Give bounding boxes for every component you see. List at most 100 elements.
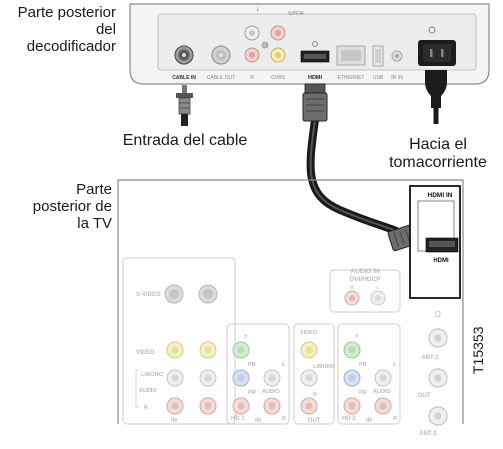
- in-audio-l-jack-1: [166, 369, 184, 387]
- cable-out-port: [211, 45, 231, 65]
- s-video-jack-2: [198, 284, 218, 304]
- hd2-audio-l-jack: [374, 369, 392, 387]
- out-video-label: VIDEO: [300, 330, 318, 336]
- hd1-audio-l-jack: [263, 369, 281, 387]
- hd1-audio-r-jack: [263, 397, 281, 415]
- cable-in-port: [174, 45, 194, 65]
- decoder-back-caption-text: Parte posterior del decodificador: [17, 4, 116, 55]
- in-audio-r-jack-2: [199, 397, 217, 415]
- power-inlet: [418, 26, 456, 66]
- cable-input-caption-text: Entrada del cable: [122, 132, 248, 149]
- decoder-hdmi-port: [300, 50, 330, 63]
- hd2-pr-jack: [343, 397, 361, 415]
- hd1-pr-label: PR: [248, 390, 256, 396]
- tv-hdmi-in-box: [409, 185, 461, 299]
- decoder-small-jack: [261, 41, 269, 49]
- ant1-jack: [428, 328, 448, 348]
- figure-id: T15353: [470, 326, 486, 374]
- power-cord: [425, 70, 447, 124]
- audio-label-left: AUDIO: [139, 388, 157, 394]
- cable-out-label: CABLE OUT: [207, 75, 235, 81]
- decoder-rear-panel: CABLE IN CABLE OUT L R S/PDIF CVBS: [129, 3, 490, 85]
- audio-r-rca-jack: [244, 47, 260, 63]
- hd1-pb-label: PB: [248, 362, 256, 368]
- out-group-frame: [293, 323, 335, 425]
- out-video-jack: [300, 341, 318, 359]
- l-mono-label: L/MONO: [141, 372, 164, 378]
- in-video-jack-1: [166, 341, 184, 359]
- out-label: OUT: [308, 418, 321, 424]
- tv-rear-panel: HDMI IN HDMI AUDIO IN DVI/HDCP R L S-VID…: [117, 179, 464, 437]
- s-video-label: S-VIDEO: [136, 292, 161, 298]
- decoder-indicator-led: [312, 41, 318, 47]
- out-l-mono-label: L/MONO: [313, 364, 336, 370]
- s-video-jack-1: [164, 284, 184, 304]
- tv-hdmi-logo: HDMI: [433, 258, 449, 264]
- usb-port: [372, 45, 384, 67]
- cable-in-label: CABLE IN: [172, 75, 196, 81]
- ir-in-port: [391, 50, 403, 62]
- audio-l-rca-jack: [244, 25, 260, 41]
- tv-in-group-frame: [122, 257, 236, 425]
- ethernet-label: ETHERNET: [338, 75, 365, 81]
- decoder-hdmi-label: HDMI: [308, 75, 323, 81]
- spdif-label: S/PDIF: [288, 11, 304, 17]
- ethernet-port: [336, 45, 366, 66]
- hd2-group-frame: [337, 323, 401, 425]
- usb-label: USB: [373, 75, 384, 81]
- hd1-y-label: Y: [244, 334, 248, 340]
- in-video-jack-2: [199, 341, 217, 359]
- hdmi-in-label: HDMI IN: [428, 192, 453, 199]
- omega-symbol: Ω: [435, 310, 441, 319]
- out-audio-r-jack: [300, 397, 318, 415]
- hd1-pr-jack: [232, 397, 250, 415]
- ant2-jack: [428, 406, 448, 426]
- r-label-left: R: [144, 405, 148, 411]
- hd2-l-label: L: [393, 362, 397, 368]
- audio-in-label: AUDIO IN: [350, 268, 380, 275]
- ant2-label: ANT-2: [419, 431, 437, 437]
- coax-cable-plug: [176, 85, 193, 126]
- audio-in-l-label: L: [376, 285, 379, 291]
- ant1-label: ANT-1: [421, 355, 439, 361]
- decoder-back-caption: Parte posterior del decodificador: [10, 4, 116, 55]
- hd2-audio-r-jack: [374, 397, 392, 415]
- outlet-caption: Hacia el tomacorriente: [386, 136, 490, 172]
- hd1-l-label: L: [282, 362, 286, 368]
- hd1-label: HD 1: [231, 416, 245, 422]
- tv-back-caption-text: Parte posterior de la TV: [32, 181, 112, 232]
- dvi-hdcp-label: DVI/HDCP: [349, 276, 381, 283]
- hd2-audio-label: AUDIO: [373, 389, 391, 395]
- outlet-caption-text: Hacia el tomacorriente: [389, 136, 487, 171]
- audio-r-label: R: [250, 75, 254, 81]
- ant-out-label: OUT: [418, 393, 431, 399]
- ir-in-label: IR IN: [391, 75, 403, 81]
- cvbs-rca-jack: [270, 47, 286, 63]
- hd2-pr-label: PR: [359, 390, 367, 396]
- hdmi-cable: [302, 83, 425, 252]
- out-r-label: R: [313, 392, 317, 398]
- hd2-pb-jack: [343, 369, 361, 387]
- hd1-r-label: R: [282, 416, 286, 422]
- audio-l-label: L: [257, 7, 260, 13]
- ant-out-jack: [428, 368, 448, 388]
- hd2-y-label: Y: [355, 334, 359, 340]
- in-label-2: IN: [255, 418, 261, 424]
- hd1-y-jack: [232, 341, 250, 359]
- in-audio-l-jack-2: [199, 369, 217, 387]
- hd2-r-label: R: [393, 416, 397, 422]
- cvbs-label: CVBS: [271, 75, 285, 81]
- out-audio-l-jack: [300, 369, 318, 387]
- spdif-rca-jack: [270, 25, 286, 41]
- hd1-audio-label: AUDIO: [262, 389, 280, 395]
- hd2-label: HD 2: [342, 416, 356, 422]
- audio-bracket-left: [135, 369, 139, 408]
- hd1-pb-jack: [232, 369, 250, 387]
- hd1-group-frame: [226, 323, 290, 425]
- audio-in-r-label: R: [350, 285, 354, 291]
- hd2-y-jack: [343, 341, 361, 359]
- cable-input-caption: Entrada del cable: [110, 132, 260, 150]
- audio-in-dvi-group: [329, 269, 401, 313]
- hdmi-in-text: HDMI IN: [428, 192, 453, 199]
